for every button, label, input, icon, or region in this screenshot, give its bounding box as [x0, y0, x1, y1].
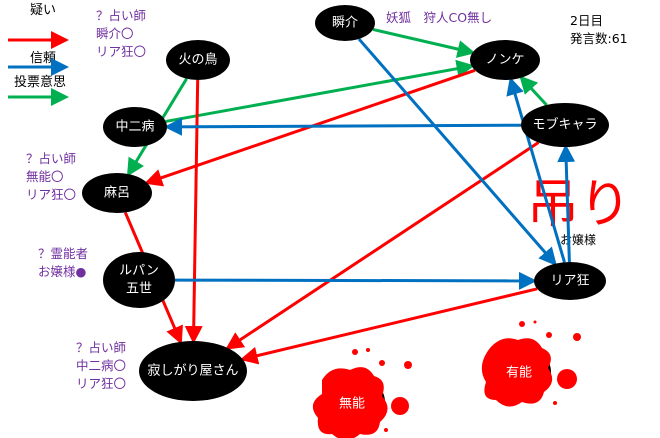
node-label: リア狂: [550, 274, 589, 289]
legend-trust-label: 信頼: [30, 51, 56, 66]
dead-splat-munou: 無能: [312, 348, 412, 438]
node-ellipse: [470, 40, 540, 80]
edge-vote-shunsuke-nonke: [372, 28, 476, 58]
hanged-mark: 吊り: [527, 175, 631, 235]
node-label: ルパン: [119, 264, 159, 279]
note-sabishi: リア狂〇: [76, 376, 126, 391]
dead-label-munou: 無能: [339, 397, 365, 412]
node-chuuni: 中二病: [103, 107, 167, 147]
node-sabishi: 寂しがり屋さん: [139, 341, 247, 401]
edge-vote-mob-nonke: [519, 75, 548, 107]
edge-trust-lupin-riakyo: [174, 271, 538, 290]
note-maro: リア狂〇: [26, 187, 76, 202]
edge-trust-mob-chuuni: [163, 117, 522, 136]
note-maro: ？占い師: [26, 151, 76, 166]
day-label: 2日目: [570, 13, 603, 28]
post-count: 発言数:61: [570, 31, 628, 46]
note-lupin: お嬢様●: [38, 264, 87, 279]
node-ellipse: [534, 262, 606, 300]
edge-doubt-riakyo-sabishi: [239, 287, 538, 365]
node-label: 五世: [126, 282, 152, 297]
edge-doubt-mob-sabishi: [225, 141, 540, 350]
hanged-name: お嬢様: [560, 233, 596, 247]
edge-trust-shunsuke-riakyo: [357, 37, 557, 267]
edge-doubt-hinotori-sabishi: [184, 79, 203, 345]
node-label: 中二病: [115, 120, 154, 135]
node-hinotori: 火の鳥: [166, 40, 230, 80]
node-ellipse: [139, 341, 247, 401]
node-ellipse: [166, 40, 230, 80]
node-ellipse: [103, 252, 175, 308]
node-label: モブキャラ: [532, 117, 597, 133]
node-ellipse: [521, 103, 609, 147]
edge-vote-chuuni-nonke: [165, 59, 475, 123]
note-shunsuke: 妖狐 狩人CO無し: [386, 10, 492, 25]
edges: [123, 28, 576, 365]
node-label: ノンケ: [485, 53, 524, 68]
legend-doubt-label: 疑い: [30, 2, 56, 18]
edge-trust-riakyo-nonke: [506, 76, 566, 263]
node-mob: モブキャラ: [521, 103, 609, 147]
dead-splat-younou: 有能: [481, 320, 581, 407]
node-ellipse: [103, 107, 167, 147]
note-hinotori: リア狂〇: [96, 44, 146, 59]
note-lupin: ？霊能者: [38, 246, 88, 261]
node-maro: 麻呂: [82, 173, 152, 213]
node-label: 火の鳥: [178, 53, 217, 68]
node-label: 麻呂: [104, 186, 130, 201]
node-ellipse: [315, 5, 375, 41]
dead-label-younou: 有能: [506, 366, 532, 381]
edge-trust-riakyo-mob: [557, 143, 576, 263]
node-nonke: ノンケ: [470, 40, 540, 80]
node-shunsuke: 瞬介: [315, 5, 375, 41]
note-sabishi: 中二病〇: [76, 358, 126, 373]
note-hinotori: ？占い師: [96, 8, 146, 23]
legend: 疑い 信頼 投票意思: [8, 2, 69, 106]
note-maro: 無能〇: [26, 169, 64, 184]
note-sabishi: ？占い師: [76, 340, 126, 355]
legend-vote-label: 投票意思: [14, 74, 66, 90]
node-ellipse: [82, 173, 152, 213]
note-hinotori: 瞬介〇: [96, 26, 134, 41]
node-riakyo: リア狂: [534, 262, 606, 300]
node-label: 瞬介: [332, 16, 358, 31]
node-label: 寂しがり屋さん: [147, 363, 238, 379]
